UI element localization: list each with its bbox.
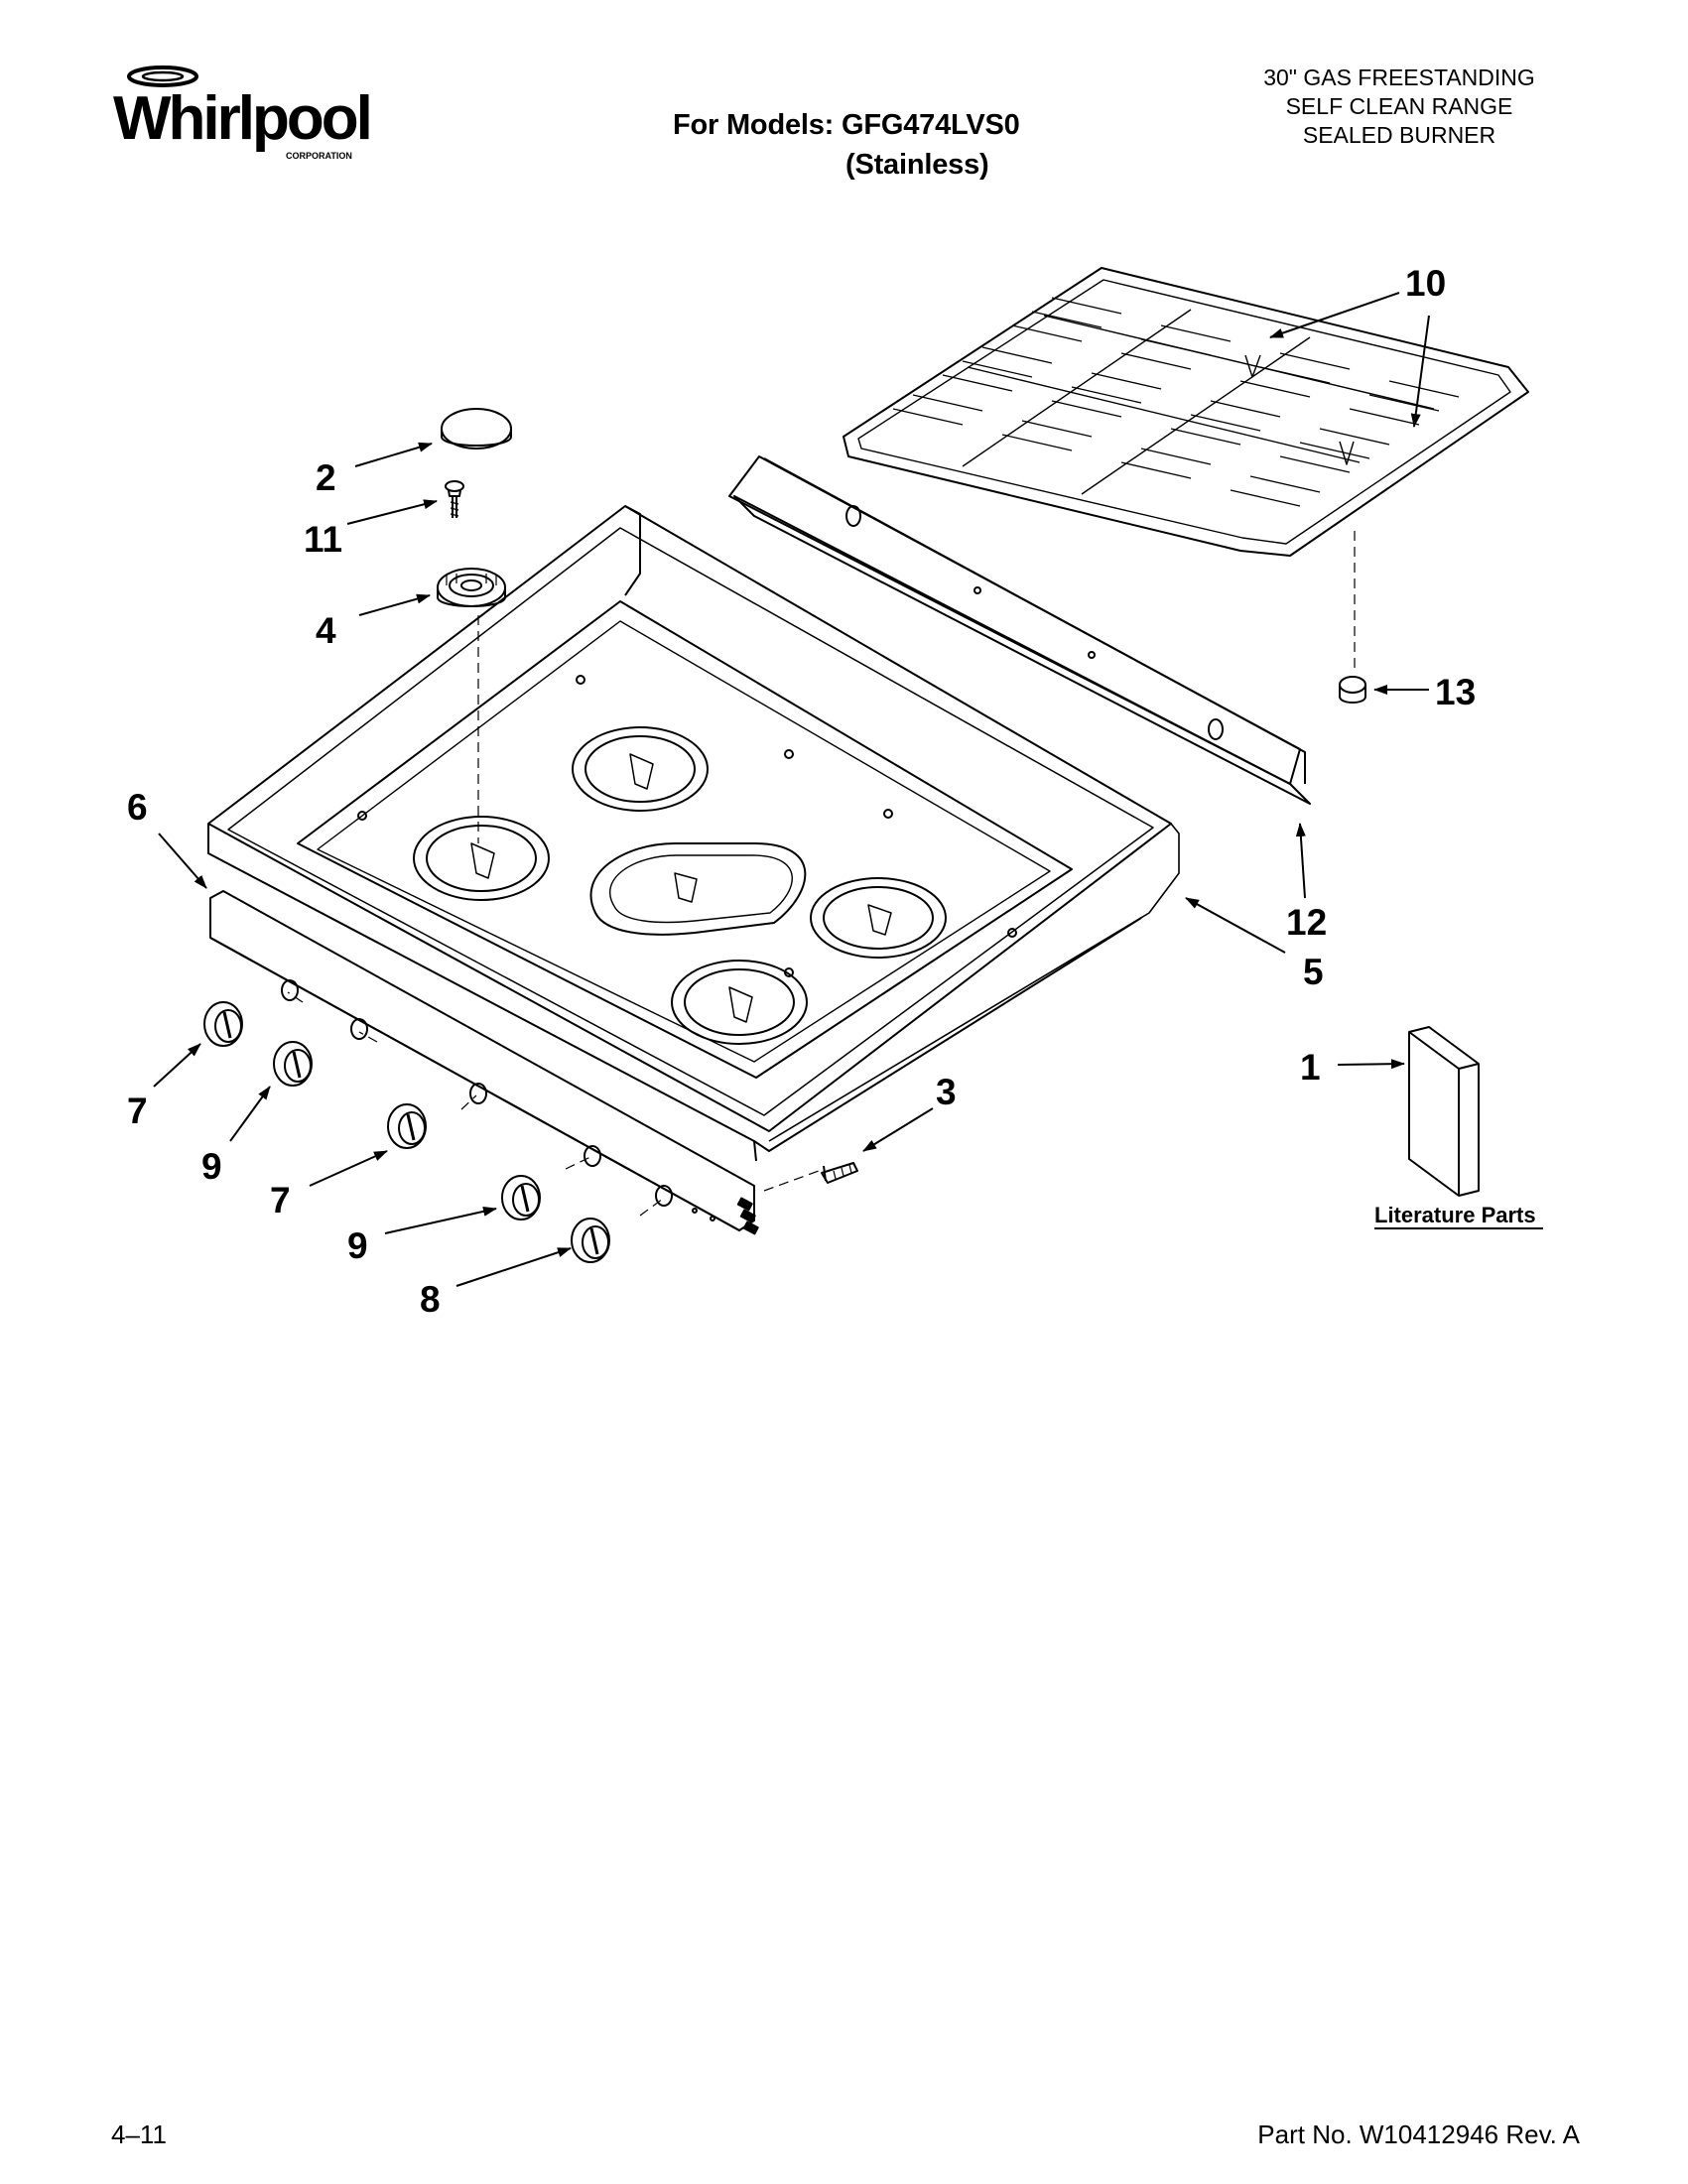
burner-well-left-front [413,816,550,901]
callout-12: 12 [1286,902,1327,943]
callout-11: 11 [304,519,342,560]
cooktop-main-part [207,505,1180,1162]
callout-5: 5 [1303,952,1324,992]
callout-10: 10 [1405,263,1446,304]
callout-9: 9 [347,1225,368,1266]
callout-9: 9 [201,1146,222,1187]
knob-part [387,1103,427,1149]
callout-3: 3 [936,1072,957,1112]
callout-8: 8 [420,1279,441,1320]
finish-line: (Stainless) [845,149,989,181]
callout-1: 1 [1300,1047,1321,1088]
assembly-lines [287,531,1356,1217]
callout-4: 4 [316,610,336,651]
knob-part [571,1218,610,1263]
part-number: Part No. W10412946 Rev. A [1257,2120,1580,2149]
burner-well-center-oval [589,842,807,936]
burner-well-right-rear [810,877,947,959]
logo-wordmark: Whirlpool [113,84,370,153]
knob-part [203,1001,243,1047]
burner-well-left-rear [572,726,709,812]
grate-foot-part [1339,676,1366,704]
control-panel-part [209,890,759,1235]
description-line-3: SEALED BURNER [1302,122,1496,148]
callout-leaders [153,292,1430,1287]
burner-base-part [437,568,506,607]
whirlpool-logo: Whirlpool CORPORATION [113,65,373,161]
knob-part [273,1041,313,1087]
model-line: For Models: GFG474LVS0 [673,109,1020,141]
burner-cap-part [441,408,512,450]
burner-well-right-front [671,960,808,1045]
callout-6: 6 [127,787,148,828]
callout-7: 7 [270,1180,291,1220]
grate-part [843,267,1529,557]
panel-screw-part [821,1162,858,1184]
knob-part [501,1175,541,1220]
callout-7: 7 [127,1091,148,1131]
callout-2: 2 [316,457,336,498]
page-number: 4–11 [111,2120,167,2149]
literature-booklet-part [1408,1026,1480,1197]
literature-parts-label: Literature Parts [1374,1203,1536,1227]
callout-13: 13 [1435,672,1476,712]
product-description: 30" GAS FREESTANDING SELF CLEAN RANGE SE… [1221,64,1578,150]
rear-trim-part [728,455,1311,805]
logo-subtext: CORPORATION [286,151,352,161]
description-line-2: SELF CLEAN RANGE [1285,93,1513,119]
burner-screw-part [445,480,464,518]
description-line-1: 30" GAS FREESTANDING [1263,64,1535,90]
